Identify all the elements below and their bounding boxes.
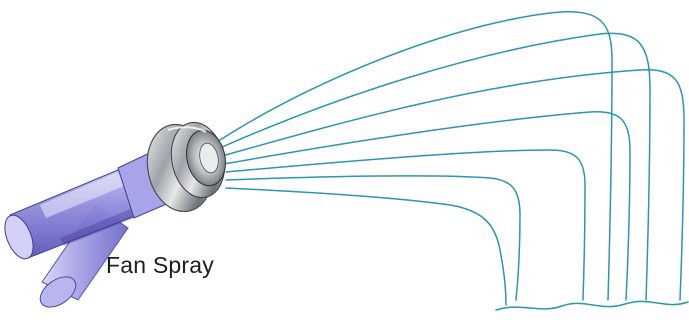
spray-stream — [219, 32, 651, 301]
spray-stream — [225, 175, 521, 301]
fan-spray-caption: Fan Spray — [106, 252, 214, 278]
spray-stream — [225, 149, 586, 301]
spray-stream — [219, 11, 613, 301]
spray-nozzle-icon — [4, 121, 226, 308]
spray-streams — [219, 11, 689, 311]
spray-stream — [221, 69, 685, 301]
spray-stream — [223, 111, 631, 301]
spray-stream — [225, 187, 507, 306]
splash-base — [495, 300, 689, 311]
